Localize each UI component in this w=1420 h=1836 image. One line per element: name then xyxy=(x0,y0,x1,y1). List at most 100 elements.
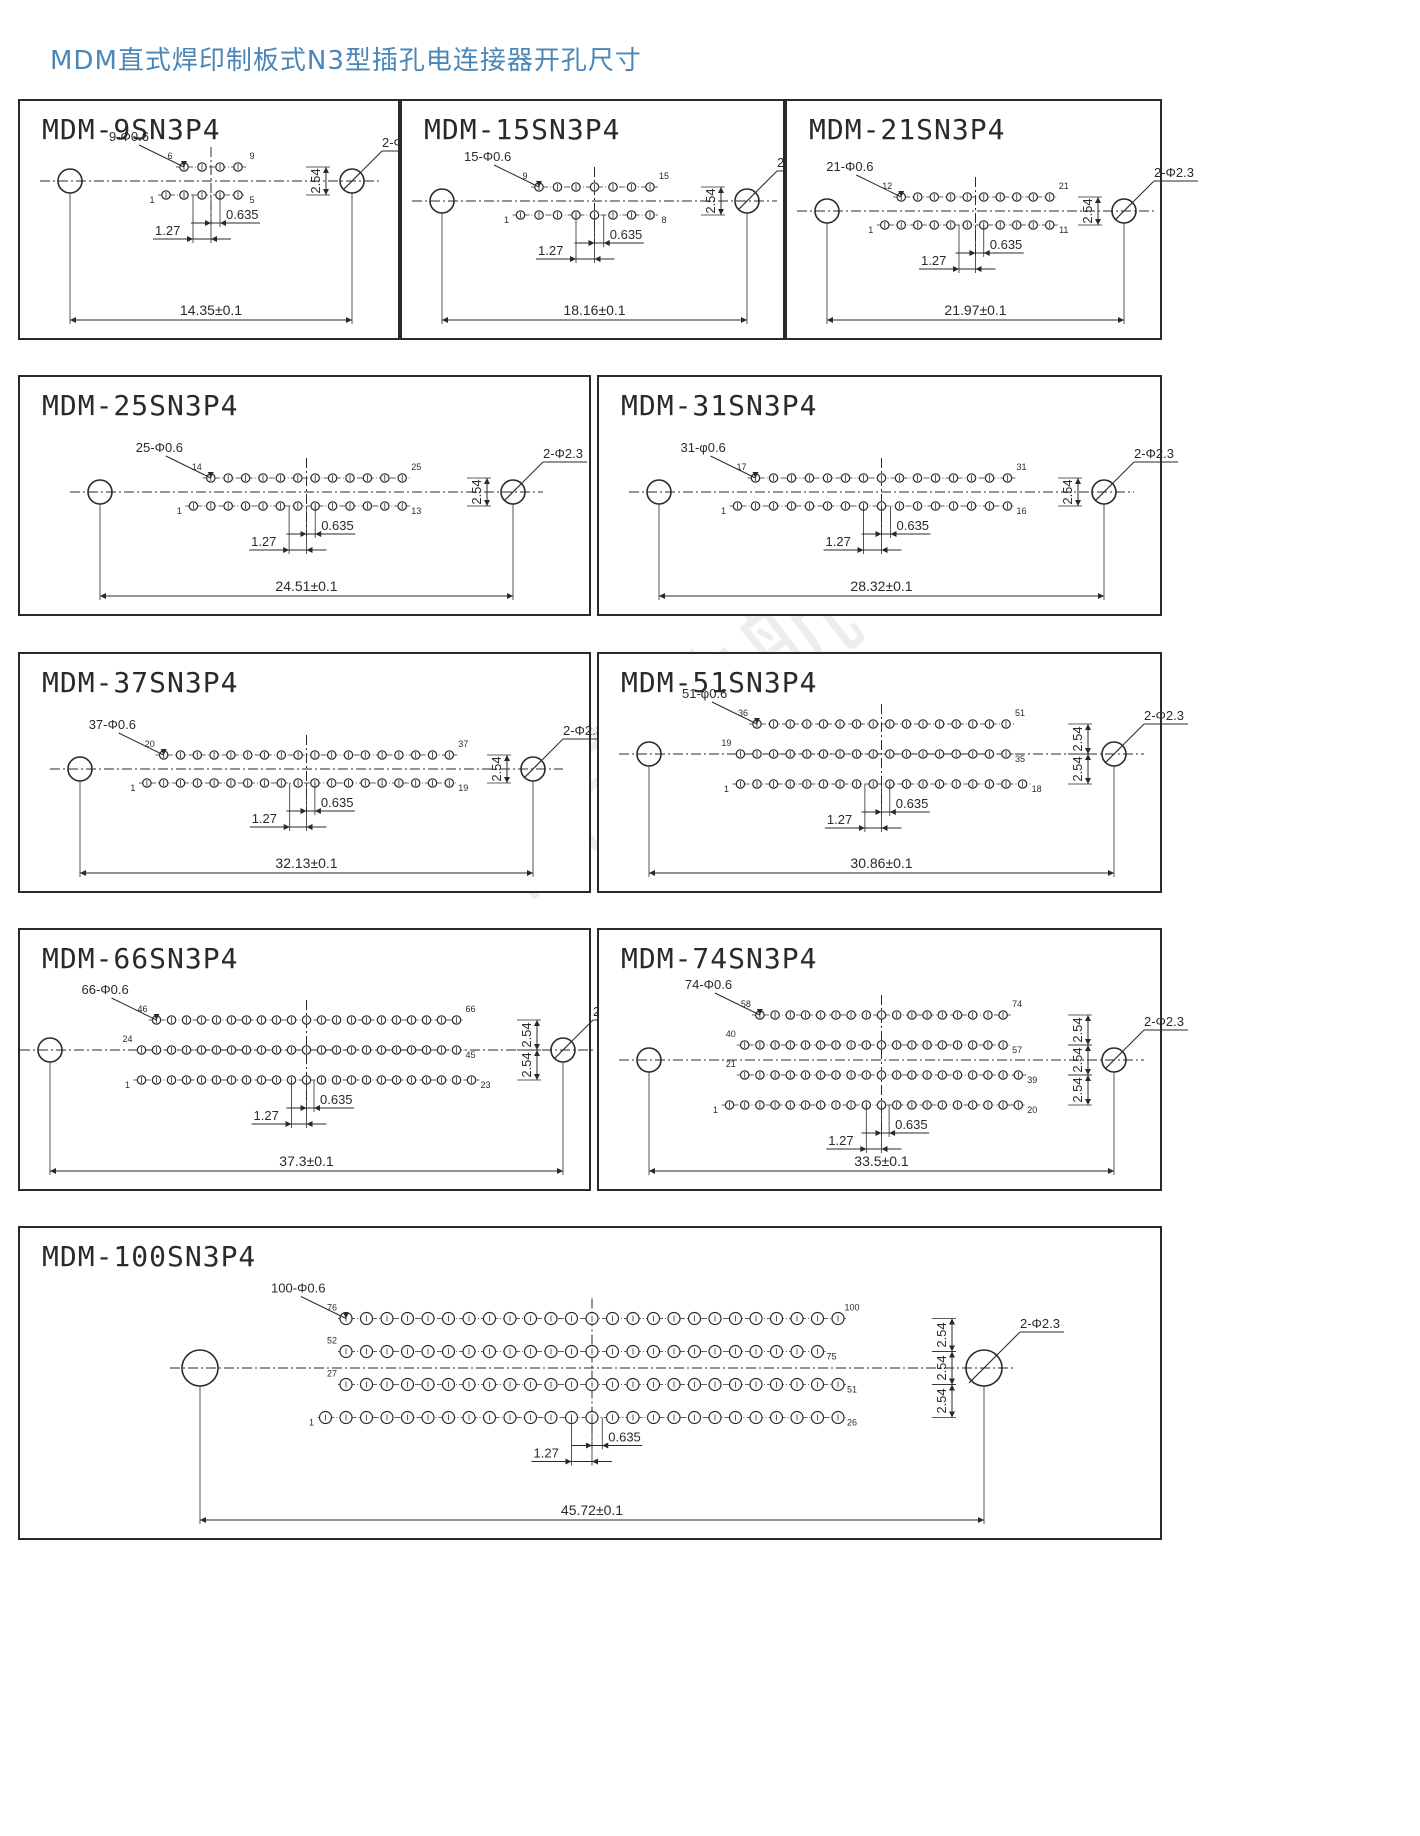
arrowhead xyxy=(283,547,290,553)
row-spacing-label: 2.54 xyxy=(1070,1017,1085,1042)
overall-width-label: 24.51±0.1 xyxy=(275,578,337,594)
row-spacing-label: 2.54 xyxy=(519,1052,534,1077)
arrowhead xyxy=(1095,219,1101,225)
pitch-label: 1.27 xyxy=(534,1446,559,1461)
row-spacing-label: 2.54 xyxy=(308,168,323,193)
arrowhead xyxy=(534,1074,540,1080)
leader-line xyxy=(360,150,383,173)
arrowhead xyxy=(343,1312,349,1319)
pin-number: 6 xyxy=(167,151,172,161)
leader-line xyxy=(1104,1050,1124,1070)
arrowhead xyxy=(860,1146,867,1152)
arrowhead xyxy=(881,825,888,831)
arrowhead xyxy=(504,777,510,783)
pin-number: 74 xyxy=(1012,999,1022,1009)
arrowhead xyxy=(1095,197,1101,203)
hole-count-label: 25-Φ0.6 xyxy=(136,440,183,455)
hole-count-label: 21-Φ0.6 xyxy=(826,159,873,174)
pin-number: 35 xyxy=(1015,754,1025,764)
pin-number: 15 xyxy=(659,171,669,181)
arrowhead xyxy=(300,531,307,537)
arrowhead xyxy=(484,500,490,506)
arrowhead xyxy=(534,1044,540,1050)
arrowhead xyxy=(314,808,321,814)
arrowhead xyxy=(890,531,897,537)
pin-number: 19 xyxy=(458,783,468,793)
pin-number: 12 xyxy=(882,181,892,191)
arrowhead xyxy=(588,240,595,246)
model-label: MDM-21SN3P4 xyxy=(809,113,1006,146)
pin-number: 1 xyxy=(125,1080,130,1090)
arrowhead xyxy=(603,240,610,246)
pin-number: 14 xyxy=(192,462,202,472)
overall-width-label: 30.86±0.1 xyxy=(850,855,912,871)
row-spacing-label: 2.54 xyxy=(1070,726,1085,751)
pin-number: 5 xyxy=(249,195,254,205)
arrowhead xyxy=(949,1411,955,1418)
leader-line xyxy=(755,170,778,193)
overall-width-label: 33.5±0.1 xyxy=(854,1153,909,1169)
arrowhead xyxy=(752,472,759,478)
leader-line xyxy=(968,1352,1000,1384)
pin-number: 23 xyxy=(480,1080,490,1090)
offset-label: 0.635 xyxy=(226,207,259,222)
pin-number: 51 xyxy=(847,1385,857,1395)
arrowhead xyxy=(898,191,905,197)
arrowhead xyxy=(975,266,982,272)
arrowhead xyxy=(881,547,888,553)
pin-number: 1 xyxy=(130,783,135,793)
model-label: MDM-51SN3P4 xyxy=(621,666,818,699)
leader-line xyxy=(998,1331,1021,1354)
mounting-hole-label: 2-Φ2.3 xyxy=(543,446,583,461)
arrowhead xyxy=(1108,870,1114,876)
model-label: MDM-74SN3P4 xyxy=(621,942,818,975)
overall-width-label: 28.32±0.1 xyxy=(850,578,912,594)
arrowhead xyxy=(649,1168,655,1174)
row-spacing-label: 2.54 xyxy=(1080,198,1095,223)
pin-number: 21 xyxy=(1059,181,1069,191)
leader-line xyxy=(1114,201,1134,221)
arrowhead xyxy=(889,1130,896,1136)
arrowhead xyxy=(953,266,959,272)
pin-number: 19 xyxy=(721,738,731,748)
row-spacing-label: 2.54 xyxy=(489,756,504,781)
leader-line xyxy=(714,992,761,1016)
arrowhead xyxy=(205,220,211,226)
row-spacing-label: 2.54 xyxy=(1070,1047,1085,1072)
offset-label: 0.635 xyxy=(990,237,1023,252)
row-spacing-label: 2.54 xyxy=(1070,1077,1085,1102)
pin-number: 76 xyxy=(327,1303,337,1313)
hole-count-label: 37-Φ0.6 xyxy=(89,717,136,732)
arrowhead xyxy=(153,1014,160,1020)
offset-label: 0.635 xyxy=(610,227,643,242)
leader-line xyxy=(523,759,543,779)
pin-number: 1 xyxy=(504,215,509,225)
leader-line xyxy=(711,701,758,725)
arrowhead xyxy=(1085,724,1091,730)
arrowhead xyxy=(649,870,655,876)
pin-number: 51 xyxy=(1015,708,1025,718)
leader-line xyxy=(553,1040,573,1060)
arrowhead xyxy=(484,478,490,484)
arrowhead xyxy=(527,870,533,876)
pin-number: 57 xyxy=(1012,1045,1022,1055)
arrowhead xyxy=(442,317,448,323)
pin-number: 24 xyxy=(122,1034,132,1044)
arrowhead xyxy=(50,1168,56,1174)
arrowhead xyxy=(323,167,329,173)
model-label: MDM-25SN3P4 xyxy=(42,389,239,422)
hole-count-label: 74-Φ0.6 xyxy=(685,977,732,992)
arrowhead xyxy=(200,1517,206,1523)
pitch-label: 1.27 xyxy=(827,812,852,827)
hole-count-label: 9-Φ0.6 xyxy=(109,129,149,144)
arrowhead xyxy=(594,256,601,262)
arrowhead xyxy=(285,1121,292,1127)
leader-line xyxy=(571,1019,594,1042)
mounting-hole-label: 2-Φ2.3 xyxy=(563,723,603,738)
row-spacing-label: 2.54 xyxy=(934,1355,949,1380)
